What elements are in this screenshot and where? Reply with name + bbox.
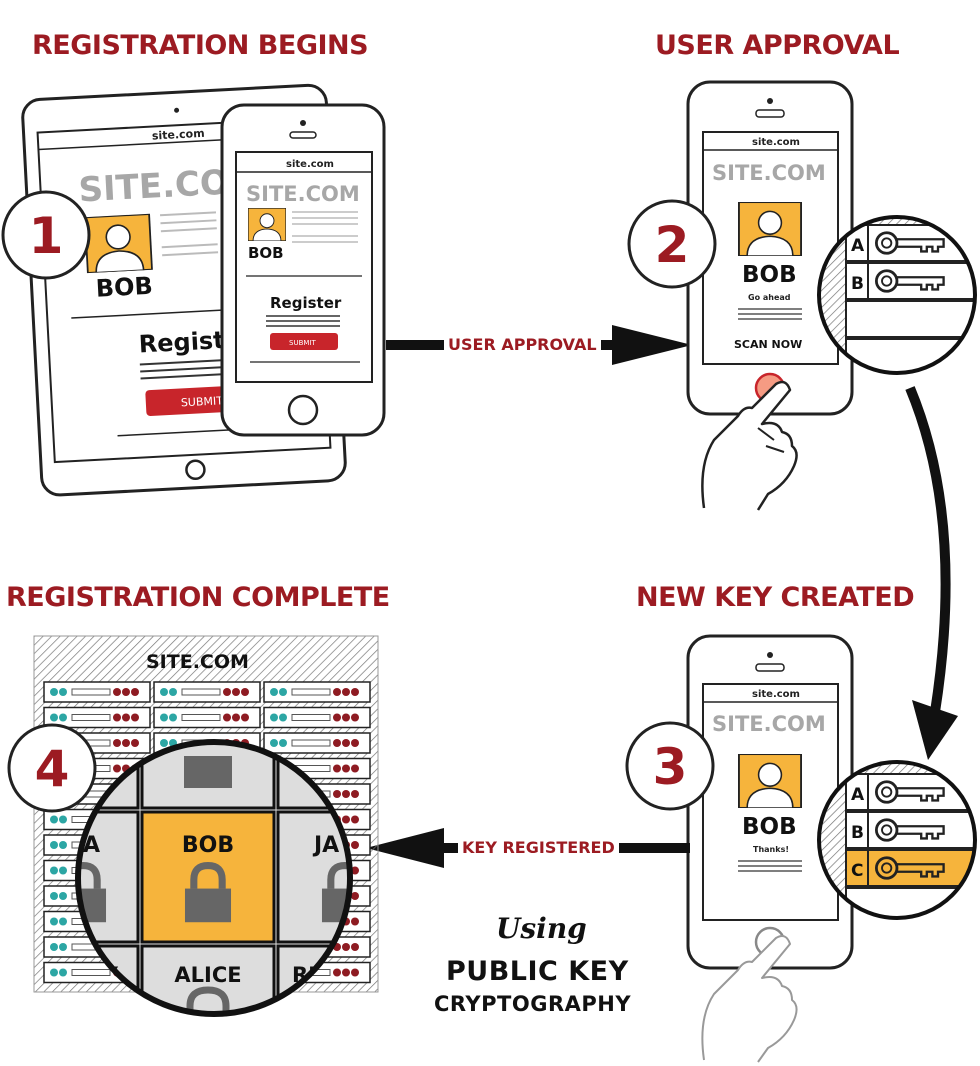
lock-alice-icon bbox=[186, 986, 230, 1014]
phone-2-avatar-icon bbox=[738, 202, 802, 256]
tablet-submit-label: SUBMIT bbox=[181, 394, 224, 409]
tablet-submit-button[interactable] bbox=[145, 385, 243, 417]
step-1-number: 1 bbox=[29, 207, 64, 265]
left-record-label: A bbox=[83, 833, 100, 858]
server-unit bbox=[43, 681, 151, 703]
tablet-url: site.com bbox=[152, 127, 205, 143]
keychain-magnifier-2: A B bbox=[817, 215, 977, 375]
step-4-number: 4 bbox=[35, 740, 70, 798]
phone-1-home-button[interactable] bbox=[287, 394, 319, 426]
key-registered-label: KEY REGISTERED bbox=[458, 838, 619, 857]
phone-1-avatar-icon bbox=[248, 208, 286, 241]
server-unit bbox=[153, 681, 261, 703]
key-c-label: C bbox=[851, 861, 863, 881]
server-unit bbox=[263, 706, 371, 729]
step-1-badge: 1 bbox=[1, 190, 91, 280]
cryptography-caption: CRYPTOGRAPHY bbox=[434, 992, 632, 1016]
bottom-record-label: ALICE bbox=[174, 963, 241, 987]
phone-1-device: site.com SITE.COM BOB Register SUBMIT bbox=[220, 103, 386, 437]
phone-3-site-title: SITE.COM bbox=[712, 712, 826, 736]
keychain-magnifier-3: A B C bbox=[817, 760, 977, 920]
phone-3-avatar-icon bbox=[738, 754, 802, 808]
step-2-heading: USER APPROVAL bbox=[655, 30, 900, 61]
server-unit bbox=[43, 706, 151, 729]
user-approval-label: USER APPROVAL bbox=[444, 335, 601, 354]
phone-2-device: site.com SITE.COM BOB Go ahead SCAN NOW bbox=[686, 80, 854, 416]
finger-pointer-icon bbox=[701, 380, 798, 511]
key-a-label: A bbox=[851, 785, 865, 805]
step-4-badge: 4 bbox=[7, 723, 97, 813]
key-b-label: B bbox=[851, 274, 864, 294]
phone-1-submit-label: SUBMIT bbox=[289, 339, 316, 347]
step-3-number: 3 bbox=[653, 738, 688, 796]
phone-3-url: site.com bbox=[752, 689, 800, 700]
step-4-heading: REGISTRATION COMPLETE bbox=[6, 582, 390, 613]
step-3-heading: NEW KEY CREATED bbox=[636, 582, 915, 613]
phone-1-site-title: SITE.COM bbox=[246, 182, 360, 206]
server-unit bbox=[153, 706, 261, 729]
phone-3-message: Thanks! bbox=[753, 845, 789, 854]
tablet-avatar-icon bbox=[84, 213, 153, 274]
step-2-number: 2 bbox=[655, 216, 690, 274]
phone-1-register-heading: Register bbox=[270, 294, 342, 312]
step-3-badge: 3 bbox=[625, 721, 715, 811]
key-b-label: B bbox=[851, 823, 864, 843]
phone-2-site-title: SITE.COM bbox=[712, 161, 826, 185]
finger-pointer-faded-icon bbox=[701, 935, 798, 1063]
server-unit bbox=[263, 681, 371, 703]
phone-2-scan-label: SCAN NOW bbox=[734, 338, 802, 351]
public-key-caption: PUBLIC KEY bbox=[446, 956, 629, 987]
server-unit bbox=[263, 732, 371, 754]
bob-record-cell[interactable] bbox=[140, 810, 276, 944]
phone-1-submit-button[interactable] bbox=[270, 333, 338, 350]
step-2-badge: 2 bbox=[627, 199, 717, 289]
phone-2-url: site.com bbox=[752, 137, 800, 148]
center-record-label: BOB bbox=[182, 833, 234, 858]
tablet-user-name: BOB bbox=[95, 272, 153, 303]
key-a-label: A bbox=[851, 236, 865, 256]
server-site-title: SITE.COM bbox=[146, 651, 249, 673]
using-caption: Using bbox=[496, 912, 587, 945]
right-record-label: JA bbox=[312, 833, 339, 858]
step-1-heading: REGISTRATION BEGINS bbox=[32, 30, 369, 61]
phone-1-user-name: BOB bbox=[248, 244, 284, 262]
arrow-curved-down bbox=[905, 386, 958, 760]
phone-3-user-name: BOB bbox=[742, 814, 797, 840]
phone-2-message: Go ahead bbox=[748, 293, 791, 302]
phone-2-user-name: BOB bbox=[742, 262, 797, 288]
phone-1-url: site.com bbox=[286, 159, 334, 170]
